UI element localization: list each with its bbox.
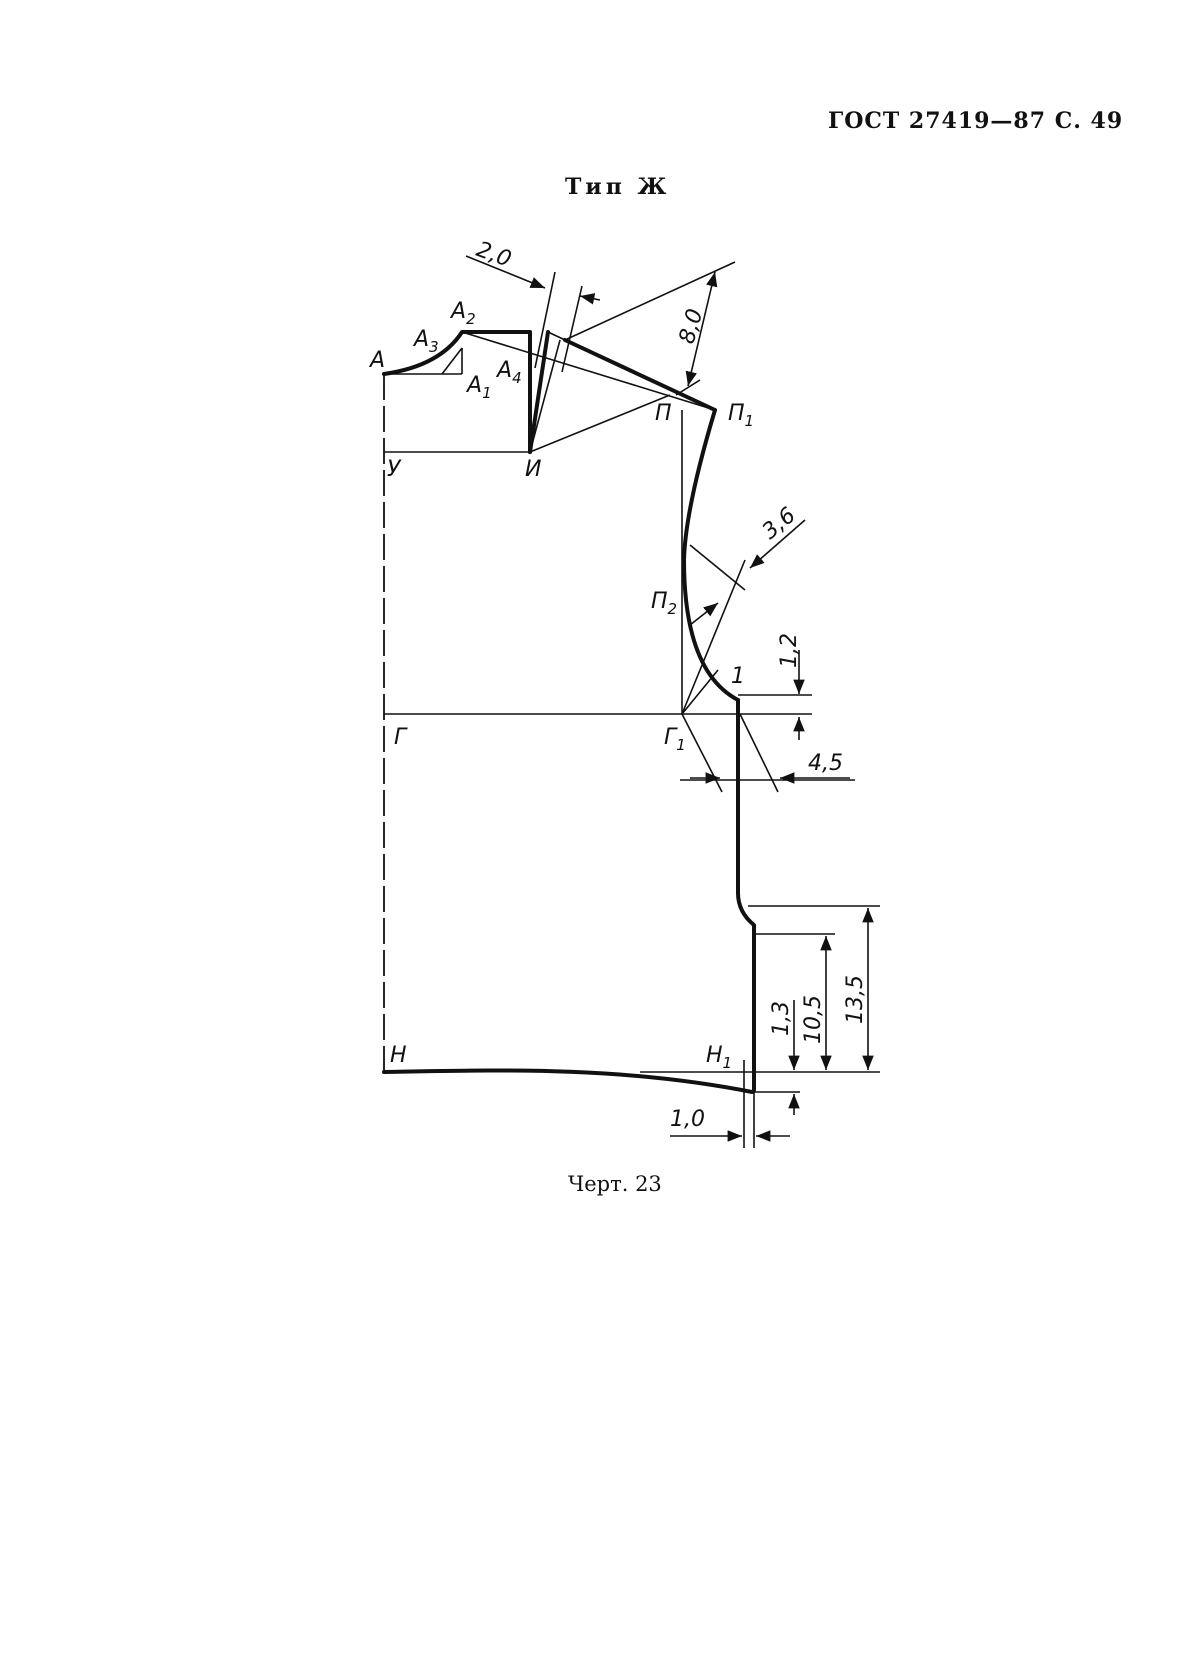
label-P: П [655,401,672,426]
dimension-values: 2,0 8,0 3,6 1,2 4,5 13,5 10,5 1,3 1,0 [473,237,868,1132]
point-labels: А А2 А3 А1 А4 П П1 У И П2 1 Г Г1 Н Н1 [368,299,754,1072]
dim-4-5: 4,5 [808,751,843,776]
label-A2: А2 [449,299,476,328]
label-U: У [387,457,402,482]
dim-1-3: 1,3 [769,1001,794,1036]
label-A3: А3 [412,327,439,356]
dim-2-0: 2,0 [473,237,514,272]
dim-8-0: 8,0 [675,306,709,347]
dim-1-2: 1,2 [777,633,802,668]
page-header: ГОСТ 27419—87 С. 49 [828,108,1124,134]
label-N1: Н1 [706,1043,732,1072]
dimension-arrows [465,255,874,1142]
label-A: А [368,348,385,373]
drawing-caption: Черт. 23 [568,1172,662,1196]
label-P2: П2 [651,589,677,618]
label-A1: А1 [465,373,492,402]
pattern-outline [382,330,756,1094]
label-G: Г [394,725,408,750]
label-N: Н [390,1043,407,1068]
drawing-title: Тип Ж [565,174,671,200]
label-G1: Г1 [664,725,686,754]
dim-13-5: 13,5 [843,975,868,1024]
dim-1-0: 1,0 [670,1107,705,1132]
label-I: И [525,457,541,482]
label-P1: П1 [728,401,754,430]
dim-3-6: 3,6 [758,503,801,545]
label-1: 1 [731,664,745,689]
dim-10-5: 10,5 [801,995,826,1044]
label-A4: А4 [495,358,522,387]
